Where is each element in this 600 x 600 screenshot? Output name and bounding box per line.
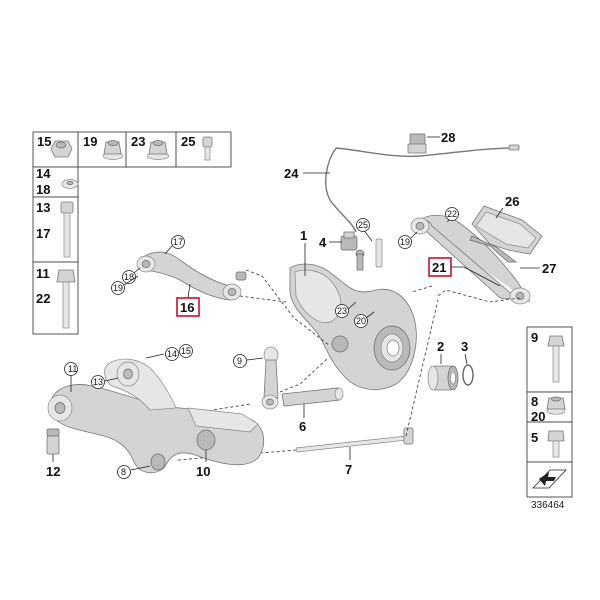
- ring-3: [462, 364, 474, 386]
- bolt-13-icon: [60, 201, 74, 258]
- nut-15-icon: [50, 140, 73, 158]
- callout-14[interactable]: 14: [36, 166, 51, 181]
- callout-20-carrier[interactable]: 20: [356, 316, 366, 326]
- callout-5[interactable]: 5: [531, 430, 538, 445]
- bracket-26: [469, 205, 543, 263]
- callout-25[interactable]: 25: [181, 134, 195, 149]
- sensor-cable: [325, 133, 520, 268]
- callout-7[interactable]: 7: [345, 462, 352, 477]
- callout-23-carrier[interactable]: 23: [337, 306, 347, 316]
- callout-22-arm21[interactable]: 22: [447, 209, 457, 219]
- callout-20[interactable]: 20: [531, 409, 545, 424]
- callout-10[interactable]: 10: [196, 464, 210, 479]
- control-arm-21: [410, 214, 531, 305]
- nut-8-icon: [546, 396, 566, 415]
- bolt-7: [295, 427, 414, 453]
- link-9: [261, 346, 279, 410]
- callout-27[interactable]: 27: [542, 261, 556, 276]
- callout-11-subframe[interactable]: 11: [68, 364, 77, 374]
- bolt-5-icon: [547, 430, 565, 458]
- callout-6[interactable]: 6: [299, 419, 306, 434]
- callout-9[interactable]: 9: [531, 330, 538, 345]
- orientation-arrow-icon: [532, 469, 567, 489]
- nut-23-icon: [146, 140, 170, 160]
- callout-16-highlighted[interactable]: 16: [180, 300, 194, 315]
- callout-1[interactable]: 1: [300, 228, 307, 243]
- washer-14-icon: [61, 179, 79, 189]
- callout-15-subframe[interactable]: 15: [181, 346, 191, 356]
- pin-6: [281, 387, 344, 407]
- callout-21-highlighted[interactable]: 21: [432, 260, 446, 275]
- bracket-12: [46, 428, 60, 455]
- callout-19-arm16[interactable]: 19: [113, 283, 123, 293]
- rear-axle-carrier-10: [47, 358, 265, 474]
- callout-28[interactable]: 28: [441, 130, 455, 145]
- bushing-2: [427, 365, 459, 391]
- callout-19-arm21[interactable]: 19: [400, 237, 410, 247]
- callout-3[interactable]: 3: [461, 339, 468, 354]
- callout-19[interactable]: 19: [83, 134, 97, 149]
- callout-9-link[interactable]: 9: [237, 356, 242, 366]
- reference-number: 336464: [531, 500, 565, 511]
- callout-24[interactable]: 24: [284, 166, 299, 181]
- callout-13[interactable]: 13: [36, 200, 50, 215]
- callout-17-arm16[interactable]: 17: [173, 237, 183, 247]
- callout-22[interactable]: 22: [36, 291, 50, 306]
- callout-8-subframe[interactable]: 8: [121, 467, 126, 477]
- bolt-25-icon: [202, 136, 213, 161]
- callout-2[interactable]: 2: [437, 339, 444, 354]
- callout-25-cable[interactable]: 25: [358, 220, 368, 230]
- callout-8[interactable]: 8: [531, 394, 538, 409]
- callout-26[interactable]: 26: [505, 194, 519, 209]
- bolt-9-icon: [547, 335, 565, 383]
- callout-14-subframe[interactable]: 14: [167, 349, 177, 359]
- callout-11[interactable]: 11: [36, 266, 50, 281]
- callout-15[interactable]: 15: [37, 134, 51, 149]
- clip-4: [340, 231, 358, 251]
- callout-18-arm16[interactable]: 18: [124, 272, 134, 282]
- nut-19-icon: [102, 140, 124, 160]
- bolt-11-icon: [56, 269, 76, 329]
- callout-23[interactable]: 23: [131, 134, 145, 149]
- control-arm-16: [136, 251, 247, 301]
- callout-13-subframe[interactable]: 13: [93, 377, 103, 387]
- wheel-carrier-1: [289, 249, 417, 390]
- callout-18[interactable]: 18: [36, 182, 50, 197]
- callout-4[interactable]: 4: [319, 235, 327, 250]
- callout-17[interactable]: 17: [36, 226, 50, 241]
- callout-12[interactable]: 12: [46, 464, 60, 479]
